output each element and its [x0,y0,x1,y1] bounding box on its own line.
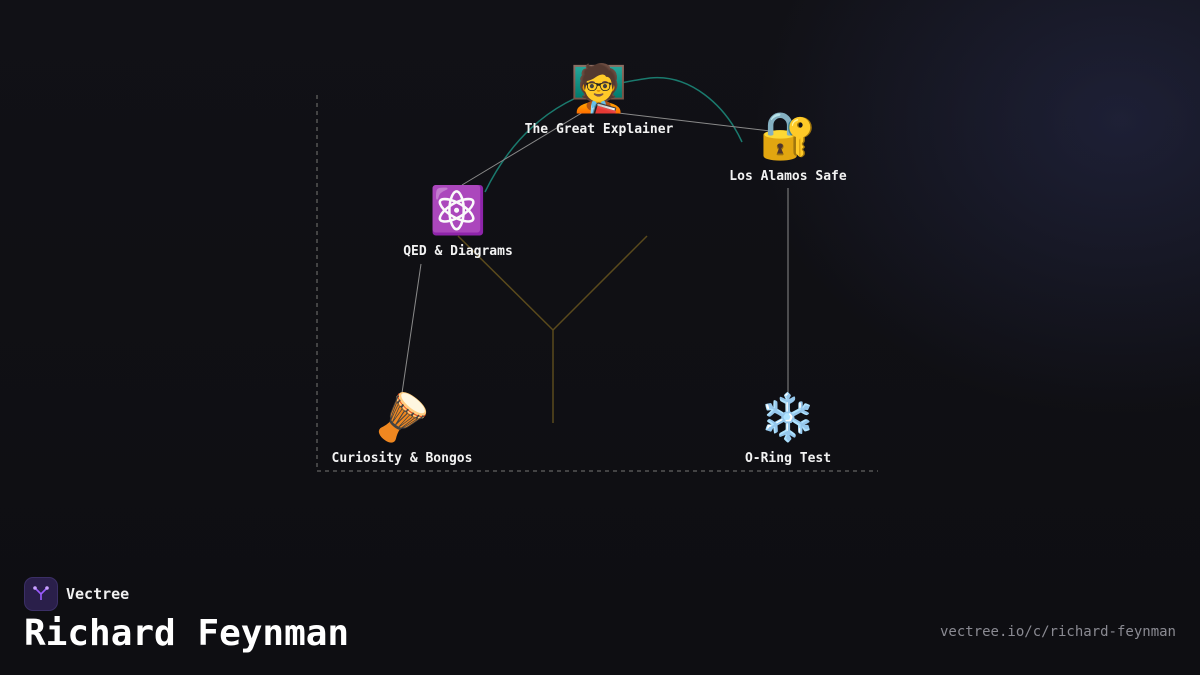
brand[interactable]: Vectree [24,577,129,611]
node-label: O-Ring Test [744,451,832,466]
node-label: The Great Explainer [524,122,674,137]
page-title: Richard Feynman [24,613,350,654]
node-curiosity-bongos[interactable]: 🪘 Curiosity & Bongos [332,389,473,466]
node-qed-diagrams[interactable]: ⚛️ QED & Diagrams [403,182,513,259]
edge-explainer-safe [609,111,771,132]
page-url[interactable]: vectree.io/c/richard-feynman [939,624,1176,640]
node-los-alamos-safe[interactable]: 🔐 Los Alamos Safe [729,107,846,184]
node-label: QED & Diagrams [403,244,513,259]
teal-arc [484,76,743,193]
edge-explainer-qed [461,107,591,186]
vectree-tree-icon [24,577,58,611]
node-o-ring-test[interactable]: ❄️ O-Ring Test [745,389,831,466]
snowflake-icon: ❄️ [759,390,817,444]
drum-icon: 🪘 [373,390,431,444]
trunk-branch-left [457,235,554,331]
lock-with-key-icon: 🔐 [759,108,817,162]
edge-qed-bongos [401,263,422,394]
atom-icon: ⚛️ [429,183,487,237]
brand-name: Vectree [66,585,130,603]
node-label: Curiosity & Bongos [331,451,473,466]
node-label: Los Alamos Safe [729,169,847,184]
teacher-icon: 🧑‍🏫 [570,61,628,115]
node-great-explainer[interactable]: 🧑‍🏫 The Great Explainer [525,60,674,137]
trunk-branch-right [552,235,648,331]
